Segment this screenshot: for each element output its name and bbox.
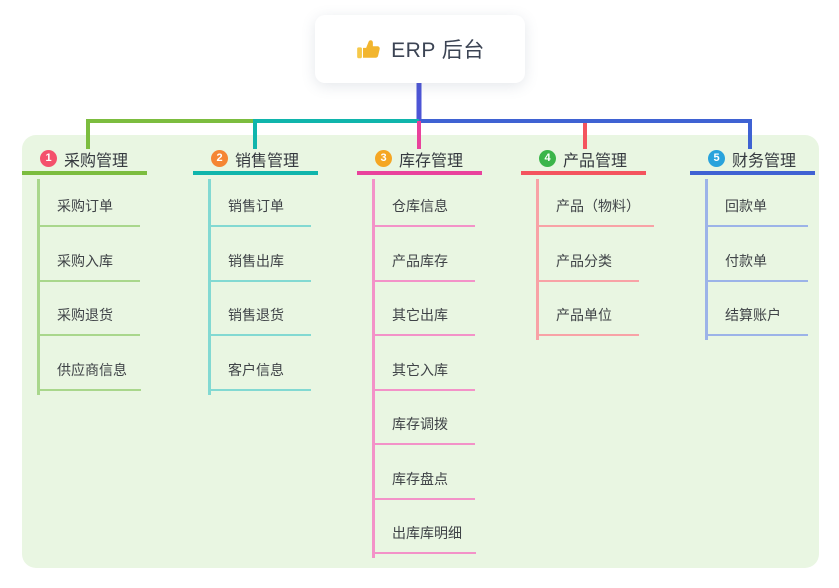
child-node[interactable]: 出库库明细	[372, 500, 476, 554]
branch-child-rail	[208, 179, 211, 395]
branch-product: 4 产品管理 产品（物料） 产品分类 产品单位	[521, 146, 654, 340]
child-node[interactable]: 销售退货	[208, 282, 311, 336]
branch-node[interactable]: 3 库存管理	[357, 146, 482, 175]
branch-children: 销售订单 销售出库 销售退货 客户信息	[208, 175, 318, 391]
branch-children: 仓库信息 产品库存 其它出库 其它入库 库存调拨 库存盘点 出库库明细	[372, 175, 482, 554]
branch-number-badge: 4	[539, 150, 556, 167]
branch-child-rail	[536, 179, 539, 340]
branch-purchase: 1 采购管理 采购订单 采购入库 采购退货 供应商信息	[22, 146, 147, 395]
branch-finance: 5 财务管理 回款单 付款单 结算账户	[690, 146, 815, 340]
child-node[interactable]: 库存调拨	[372, 391, 475, 445]
branch-number-badge: 3	[375, 150, 392, 167]
branch-child-rail	[37, 179, 40, 395]
root-node[interactable]: ERP 后台	[315, 15, 525, 83]
branch-children: 回款单 付款单 结算账户	[705, 175, 815, 336]
child-node[interactable]: 回款单	[705, 175, 808, 227]
branch-label: 库存管理	[399, 152, 464, 170]
branch-children: 产品（物料） 产品分类 产品单位	[536, 175, 654, 336]
child-node[interactable]: 付款单	[705, 227, 808, 282]
child-node[interactable]: 结算账户	[705, 282, 808, 336]
branch-child-rail	[705, 179, 708, 340]
branch-node[interactable]: 1 采购管理	[22, 146, 147, 175]
root-title: ERP 后台	[391, 39, 485, 62]
mindmap-background-panel	[22, 135, 819, 568]
child-node[interactable]: 采购订单	[37, 175, 140, 227]
child-node[interactable]: 产品分类	[536, 227, 639, 282]
branch-inventory: 3 库存管理 仓库信息 产品库存 其它出库 其它入库 库存调拨 库存盘点 出库库…	[357, 146, 482, 558]
child-node[interactable]: 其它入库	[372, 336, 475, 391]
child-node[interactable]: 产品（物料）	[536, 175, 654, 227]
child-node[interactable]: 产品库存	[372, 227, 475, 282]
branch-label: 采购管理	[64, 152, 129, 170]
branch-number-badge: 1	[40, 150, 57, 167]
child-node[interactable]: 仓库信息	[372, 175, 475, 227]
child-node[interactable]: 供应商信息	[37, 336, 141, 391]
thumbs-up-icon	[357, 40, 380, 59]
branch-node[interactable]: 5 财务管理	[690, 146, 815, 175]
branch-children: 采购订单 采购入库 采购退货 供应商信息	[37, 175, 147, 391]
branch-sales: 2 销售管理 销售订单 销售出库 销售退货 客户信息	[193, 146, 318, 395]
child-node[interactable]: 产品单位	[536, 282, 639, 336]
branch-number-badge: 5	[708, 150, 725, 167]
branch-node[interactable]: 4 产品管理	[521, 146, 646, 175]
child-node[interactable]: 客户信息	[208, 336, 311, 391]
child-node[interactable]: 库存盘点	[372, 445, 475, 500]
child-node[interactable]: 销售订单	[208, 175, 311, 227]
child-node[interactable]: 销售出库	[208, 227, 311, 282]
branch-number-badge: 2	[211, 150, 228, 167]
child-node[interactable]: 采购退货	[37, 282, 140, 336]
child-node[interactable]: 其它出库	[372, 282, 475, 336]
branch-label: 销售管理	[235, 152, 300, 170]
branch-label: 财务管理	[732, 152, 797, 170]
child-node[interactable]: 采购入库	[37, 227, 140, 282]
branch-node[interactable]: 2 销售管理	[193, 146, 318, 175]
branch-label: 产品管理	[563, 152, 628, 170]
branch-child-rail	[372, 179, 375, 558]
